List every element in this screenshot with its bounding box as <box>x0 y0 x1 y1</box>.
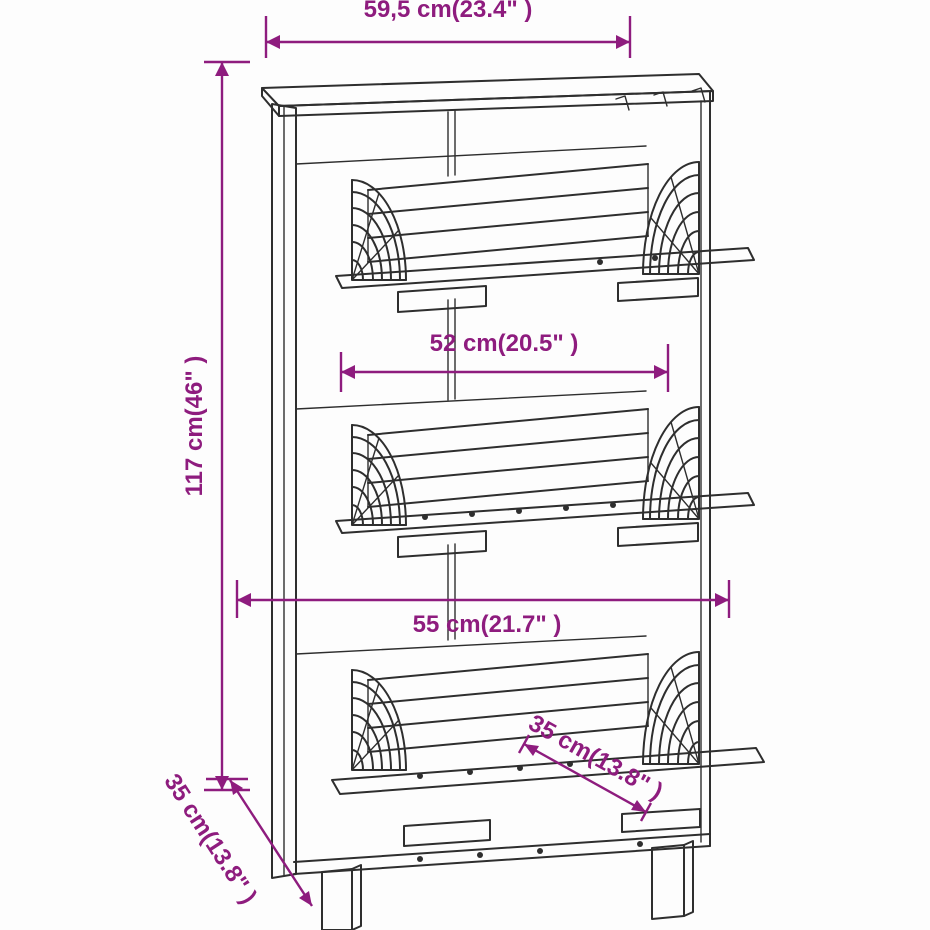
dim-label-inner-width: 52 cm(20.5" ) <box>430 330 579 357</box>
center-divider <box>447 110 456 641</box>
interior-back-edges <box>295 145 647 655</box>
dim-label-outer-width: 55 cm(21.7" ) <box>413 611 562 638</box>
right-leg <box>651 840 694 920</box>
drawer-handles <box>397 277 699 313</box>
dim-outer-width: 55 cm(21.7" ) <box>235 580 731 638</box>
dim-width-top: 59,5 cm(23.4" ) <box>264 0 632 58</box>
dim-height: 117 cm(46" ) <box>181 60 250 792</box>
flip-lid <box>335 492 755 534</box>
dim-cabinet-depth: 35 cm(13.8" ) <box>158 769 314 909</box>
drawer-module-1 <box>335 161 755 313</box>
right-side-edge <box>700 91 711 847</box>
shoe-rails <box>367 653 649 753</box>
arrowhead <box>341 365 355 379</box>
drawer-handles <box>397 522 699 558</box>
arrowhead <box>715 593 729 607</box>
left-fan-bracket <box>351 669 407 771</box>
arrowhead <box>616 35 630 49</box>
dimension-line <box>523 742 647 814</box>
drawer-module-2 <box>335 406 755 558</box>
arrowhead <box>631 800 646 812</box>
dim-label-height: 117 cm(46" ) <box>181 356 208 497</box>
wall-hooks <box>615 87 706 111</box>
arrowhead <box>215 62 229 76</box>
flip-lid <box>331 747 765 795</box>
cabinet-line-art <box>261 73 765 930</box>
top-panel <box>261 73 714 117</box>
left-side-panel <box>271 103 297 879</box>
left-fan-bracket <box>351 424 407 526</box>
shoe-rails <box>367 408 649 508</box>
right-fan-bracket <box>642 161 700 275</box>
drawer-handles <box>403 808 701 847</box>
bottom-plinth <box>293 833 711 875</box>
arrowhead <box>237 593 251 607</box>
right-fan-bracket <box>642 406 700 520</box>
dim-inner-width: 52 cm(20.5" ) <box>339 330 670 392</box>
left-leg <box>321 864 362 930</box>
arrowhead <box>266 35 280 49</box>
dim-label-width-top: 59,5 cm(23.4" ) <box>364 0 533 23</box>
flip-lid <box>335 247 755 289</box>
dimension-line <box>228 779 314 907</box>
arrowhead <box>230 780 243 795</box>
arrowhead <box>654 365 668 379</box>
arrowhead <box>524 744 539 756</box>
arrowhead <box>299 891 312 906</box>
shoe-rails <box>367 163 649 263</box>
left-fan-bracket <box>351 179 407 281</box>
right-fan-bracket <box>642 651 700 765</box>
drawer-module-3 <box>331 651 765 847</box>
